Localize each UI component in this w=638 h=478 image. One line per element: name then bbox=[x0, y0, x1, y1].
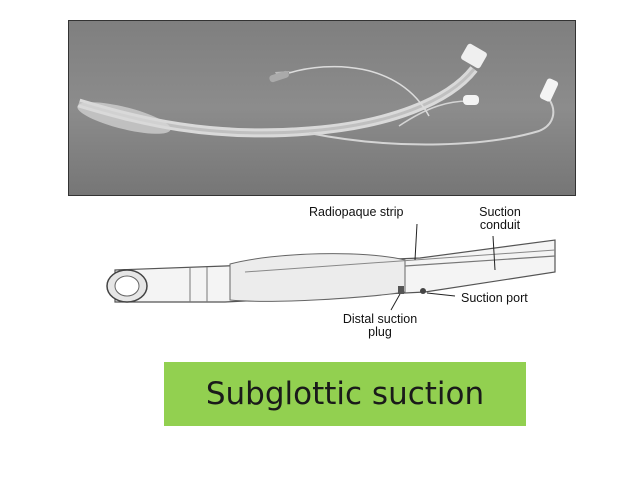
tube-diagram bbox=[106, 223, 556, 311]
caption-box: Subglottic suction bbox=[164, 362, 526, 426]
distal-plug-label-line1: Distal suction bbox=[342, 312, 418, 326]
distal-plug-label-line2: plug bbox=[368, 325, 392, 339]
distal-plug-marker bbox=[398, 286, 404, 294]
radiopaque-strip-label: Radiopaque strip bbox=[309, 205, 404, 219]
radiopaque-strip-line bbox=[244, 249, 556, 273]
suction-conduit-line bbox=[404, 255, 556, 267]
endotracheal-tube-photo bbox=[68, 20, 576, 196]
suction-port-label: Suction port bbox=[461, 291, 528, 305]
tube-cuff bbox=[229, 253, 406, 302]
suction-conduit-label: Suction conduit bbox=[470, 206, 530, 232]
caption-title: Subglottic suction bbox=[205, 376, 485, 412]
suction-port-marker bbox=[420, 288, 426, 294]
suction-conduit-label-line2: conduit bbox=[479, 218, 521, 232]
suction-conduit-label-line1: Suction bbox=[479, 205, 521, 219]
tube-photo-illustration bbox=[77, 43, 559, 146]
distal-suction-plug-label: Distal suction plug bbox=[330, 313, 430, 339]
